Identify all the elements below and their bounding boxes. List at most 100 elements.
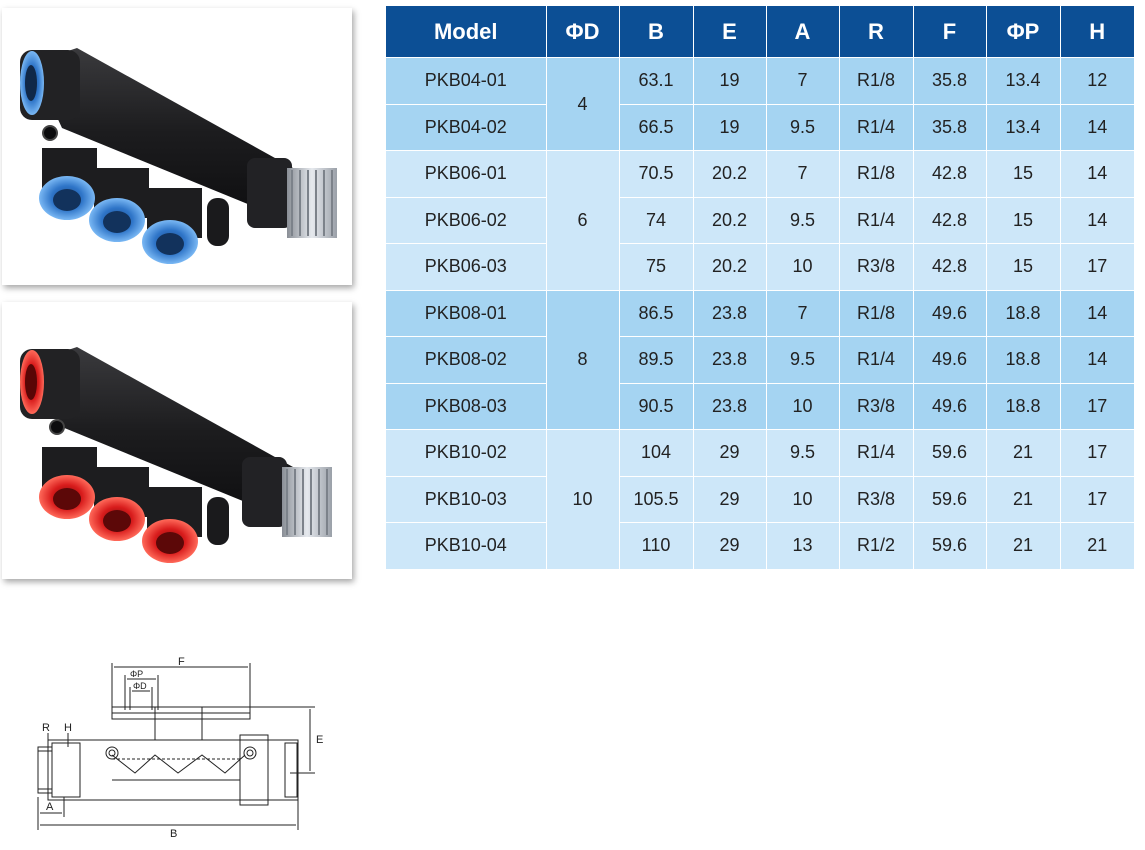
e-cell: 20.2 [692,196,766,244]
product-photo-blue [2,8,352,285]
h-cell: 14 [1059,196,1134,244]
a-cell: 13 [765,522,839,569]
f-cell: 49.6 [912,382,986,430]
a-cell: 10 [765,475,839,523]
b-cell: 90.5 [618,382,693,430]
h-cell: 14 [1059,289,1134,337]
r-cell: R1/8 [838,57,913,104]
phi-p-cell: 21 [985,429,1060,476]
model-cell: PKB06-03 [386,243,546,290]
product-photo-red [2,302,352,579]
model-cell: PKB08-01 [386,289,546,337]
model-cell: PKB10-03 [386,475,546,523]
table-header-row: Model ΦD B E A R F ΦP H [386,6,1134,58]
a-cell: 7 [765,150,839,197]
f-cell: 59.6 [912,429,986,476]
b-cell: 70.5 [618,150,693,197]
phi-p-cell: 18.8 [985,382,1060,430]
h-cell: 14 [1059,336,1134,383]
f-cell: 49.6 [912,336,986,383]
phi-d-cell: 8 [545,289,619,430]
b-cell: 74 [618,196,693,244]
h-cell: 14 [1059,150,1134,197]
label-r: R [42,722,50,734]
h-cell: 14 [1059,103,1134,151]
a-cell: 9.5 [765,336,839,383]
h-cell: 17 [1059,382,1134,430]
r-cell: R3/8 [838,475,913,523]
r-cell: R3/8 [838,382,913,430]
e-cell: 20.2 [692,243,766,290]
phi-d-cell: 6 [545,150,619,290]
h-cell: 17 [1059,243,1134,290]
header-f: F [912,6,986,58]
label-b: B [170,828,177,840]
f-cell: 59.6 [912,522,986,569]
phi-p-cell: 15 [985,243,1060,290]
r-cell: R1/8 [838,289,913,337]
phi-p-cell: 18.8 [985,289,1060,337]
model-cell: PKB06-02 [386,196,546,244]
a-cell: 9.5 [765,103,839,151]
b-cell: 110 [618,522,693,569]
f-cell: 59.6 [912,475,986,523]
phi-d-cell: 4 [545,57,619,151]
header-phi-p: ΦP [985,6,1060,58]
model-cell: PKB08-02 [386,336,546,383]
a-cell: 9.5 [765,429,839,476]
r-cell: R1/2 [838,522,913,569]
a-cell: 7 [765,289,839,337]
r-cell: R1/8 [838,150,913,197]
e-cell: 23.8 [692,382,766,430]
label-e: E [316,734,323,746]
e-cell: 20.2 [692,150,766,197]
f-cell: 35.8 [912,103,986,151]
e-cell: 19 [692,57,766,104]
e-cell: 23.8 [692,289,766,337]
f-cell: 42.8 [912,243,986,290]
b-cell: 75 [618,243,693,290]
header-phi-d: ΦD [545,6,619,58]
phi-p-cell: 15 [985,150,1060,197]
a-cell: 10 [765,243,839,290]
phi-p-cell: 18.8 [985,336,1060,383]
header-a: A [765,6,839,58]
r-cell: R3/8 [838,243,913,290]
a-cell: 9.5 [765,196,839,244]
h-cell: 17 [1059,475,1134,523]
b-cell: 63.1 [618,57,693,104]
label-a: A [46,801,54,813]
b-cell: 86.5 [618,289,693,337]
label-f: F [178,656,185,668]
h-cell: 21 [1059,522,1134,569]
b-cell: 66.5 [618,103,693,151]
header-r: R [838,6,913,58]
model-cell: PKB04-02 [386,103,546,151]
f-cell: 42.8 [912,196,986,244]
h-cell: 12 [1059,57,1134,104]
e-cell: 29 [692,429,766,476]
model-cell: PKB10-04 [386,522,546,569]
model-cell: PKB08-03 [386,382,546,430]
header-b: B [618,6,693,58]
label-h: H [64,722,72,734]
dimension-drawing: F ΦP ΦD R H E A B [37,656,323,840]
e-cell: 19 [692,103,766,151]
phi-p-cell: 21 [985,475,1060,523]
phi-p-cell: 21 [985,522,1060,569]
a-cell: 10 [765,382,839,430]
r-cell: R1/4 [838,429,913,476]
a-cell: 7 [765,57,839,104]
r-cell: R1/4 [838,196,913,244]
f-cell: 42.8 [912,150,986,197]
